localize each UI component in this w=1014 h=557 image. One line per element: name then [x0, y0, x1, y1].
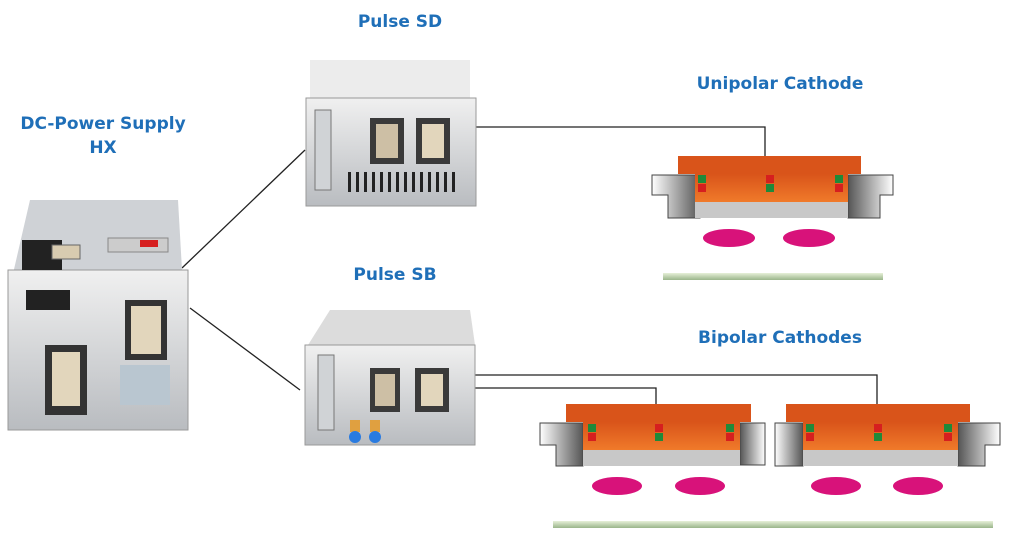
dc-power-supply-model: HX	[89, 138, 117, 158]
bipolar-cathodes-label: Bipolar Cathodes	[698, 328, 862, 348]
plasma-racetrack	[675, 477, 725, 495]
led-green	[588, 424, 596, 432]
led-red	[835, 184, 843, 192]
wires	[181, 126, 878, 404]
unipolar-cathode	[651, 156, 894, 280]
clamp-left	[651, 174, 701, 219]
led-green	[655, 433, 663, 441]
led-red	[944, 433, 952, 441]
led-green	[766, 184, 774, 192]
led-green	[726, 424, 734, 432]
pulse-sd-label: Pulse SD	[357, 12, 443, 32]
led-red	[698, 184, 706, 192]
led-green	[835, 175, 843, 183]
plasma-racetrack	[783, 229, 835, 247]
plasma-racetrack	[893, 477, 943, 495]
coolant-fitting-icon	[349, 431, 361, 443]
led-green	[698, 175, 706, 183]
unipolar-cathode-label: Unipolar Cathode	[696, 74, 864, 94]
substrate	[663, 273, 883, 280]
substrate	[553, 521, 993, 528]
led-green	[874, 433, 882, 441]
coolant-fitting-icon	[369, 431, 381, 443]
led-red	[806, 433, 814, 441]
plasma-racetrack	[703, 229, 755, 247]
dc-power-supply-label: DC-Power Supply HX	[8, 114, 198, 158]
wire-sb-to-bipolar-1	[448, 387, 657, 404]
plasma-racetrack	[811, 477, 861, 495]
pulse-sb-label: Pulse SB	[353, 265, 437, 285]
led-red	[874, 424, 882, 432]
clamp-right	[847, 174, 894, 219]
dc-power-supply-hx	[7, 200, 189, 431]
led-red	[726, 433, 734, 441]
led-green	[806, 424, 814, 432]
led-red	[766, 175, 774, 183]
wire-hx-to-sd	[181, 149, 306, 269]
wire-sd-to-unipolar	[460, 126, 766, 157]
pulse-sb-unit	[304, 310, 476, 446]
dc-power-supply-title: DC-Power Supply	[20, 114, 186, 134]
bipolar-cathode-2	[774, 404, 1001, 495]
plasma-racetrack	[592, 477, 642, 495]
led-red	[588, 433, 596, 441]
bipolar-cathode-1	[539, 404, 766, 495]
wire-hx-to-sb	[189, 307, 301, 391]
led-red	[655, 424, 663, 432]
wire-sb-to-bipolar-2	[448, 374, 878, 404]
pulse-sd-unit	[305, 60, 477, 207]
led-green	[944, 424, 952, 432]
